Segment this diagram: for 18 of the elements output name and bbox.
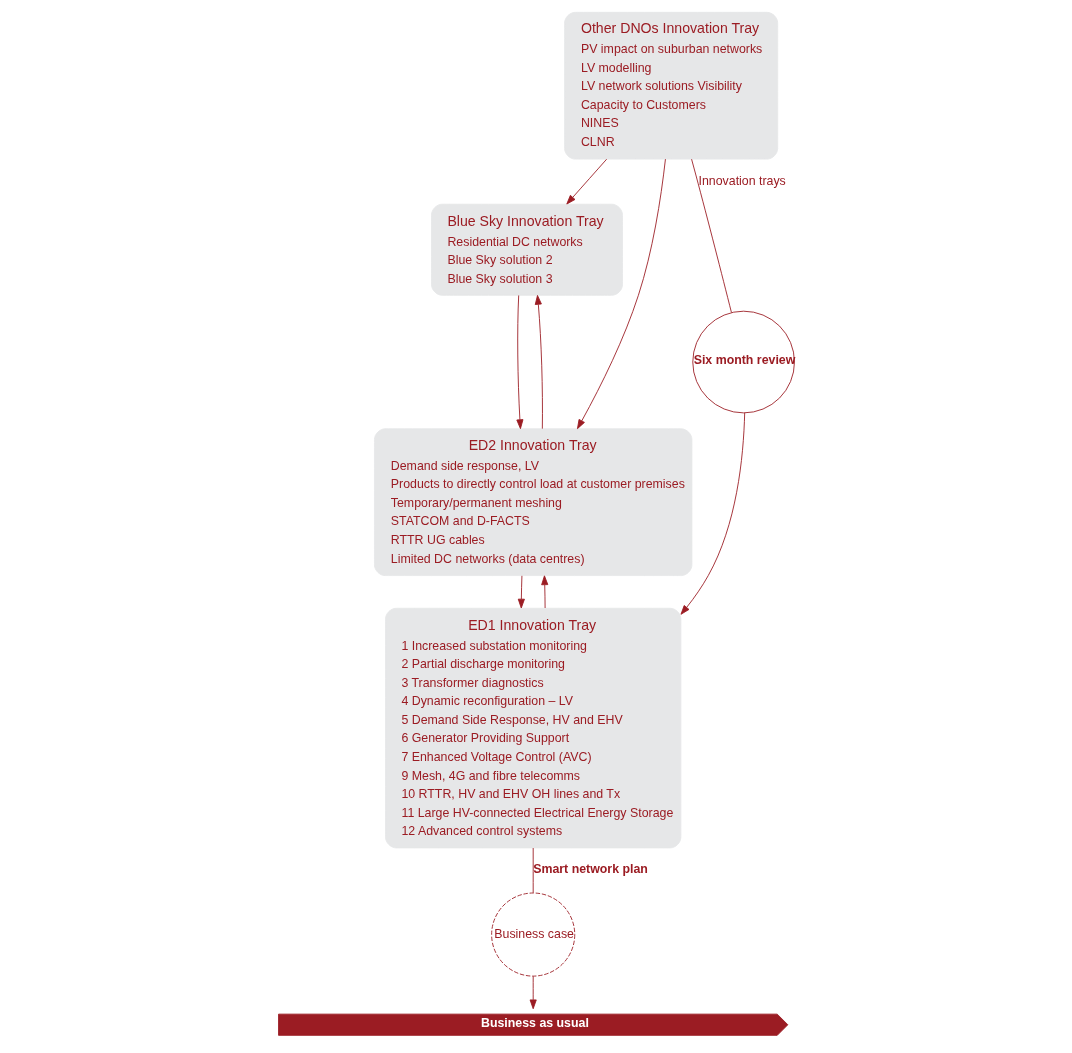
node-circle: Business case	[490, 892, 575, 977]
connector	[532, 847, 534, 894]
arrow	[529, 975, 537, 1010]
arrow	[565, 158, 607, 205]
arrow	[680, 412, 745, 615]
arrow	[540, 575, 548, 609]
node-box: Blue Sky Innovation Tray Residential DC networks Blue Sky solution 2 Blue Sky solution 3	[430, 203, 623, 296]
arrow	[534, 295, 543, 430]
node-box: Other DNOs Innovation Tray PV impact on suburban networks LV modelling LV network solutions Visibility Capacity to Customers NINES CLNR	[563, 11, 778, 160]
node-box: ED2 Innovation Tray Demand side response, LV Products to directly control load at customer premises Temporary/permanent meshing STATCOM and D-FACTS RTTR UG cables Limited DC networks (data centres)	[373, 428, 692, 576]
arrow	[576, 158, 666, 430]
arrow	[515, 295, 523, 430]
node-box: ED1 Innovation Tray 1 Increased substation monitoring 2 Partial discharge monitoring 3 Transformer diagnostics 4 Dynamic reconfiguration – LV 5 Demand Side Response, HV and EHV 6 Generator Providing Support 7 Enhanced Voltage Control (AVC) 9 Mesh, 4G and fibre telecomms 10 RTTR, HV and EHV OH lines and Tx 11 Large HV-connected Electrical Energy Storage 12 Advanced control systems	[384, 607, 681, 849]
arrow	[517, 575, 525, 609]
connector	[690, 158, 732, 313]
node-circle: Six month review	[691, 310, 795, 414]
edge-label: Smart network plan	[532, 861, 648, 876]
edge-label: Innovation trays	[698, 173, 786, 188]
